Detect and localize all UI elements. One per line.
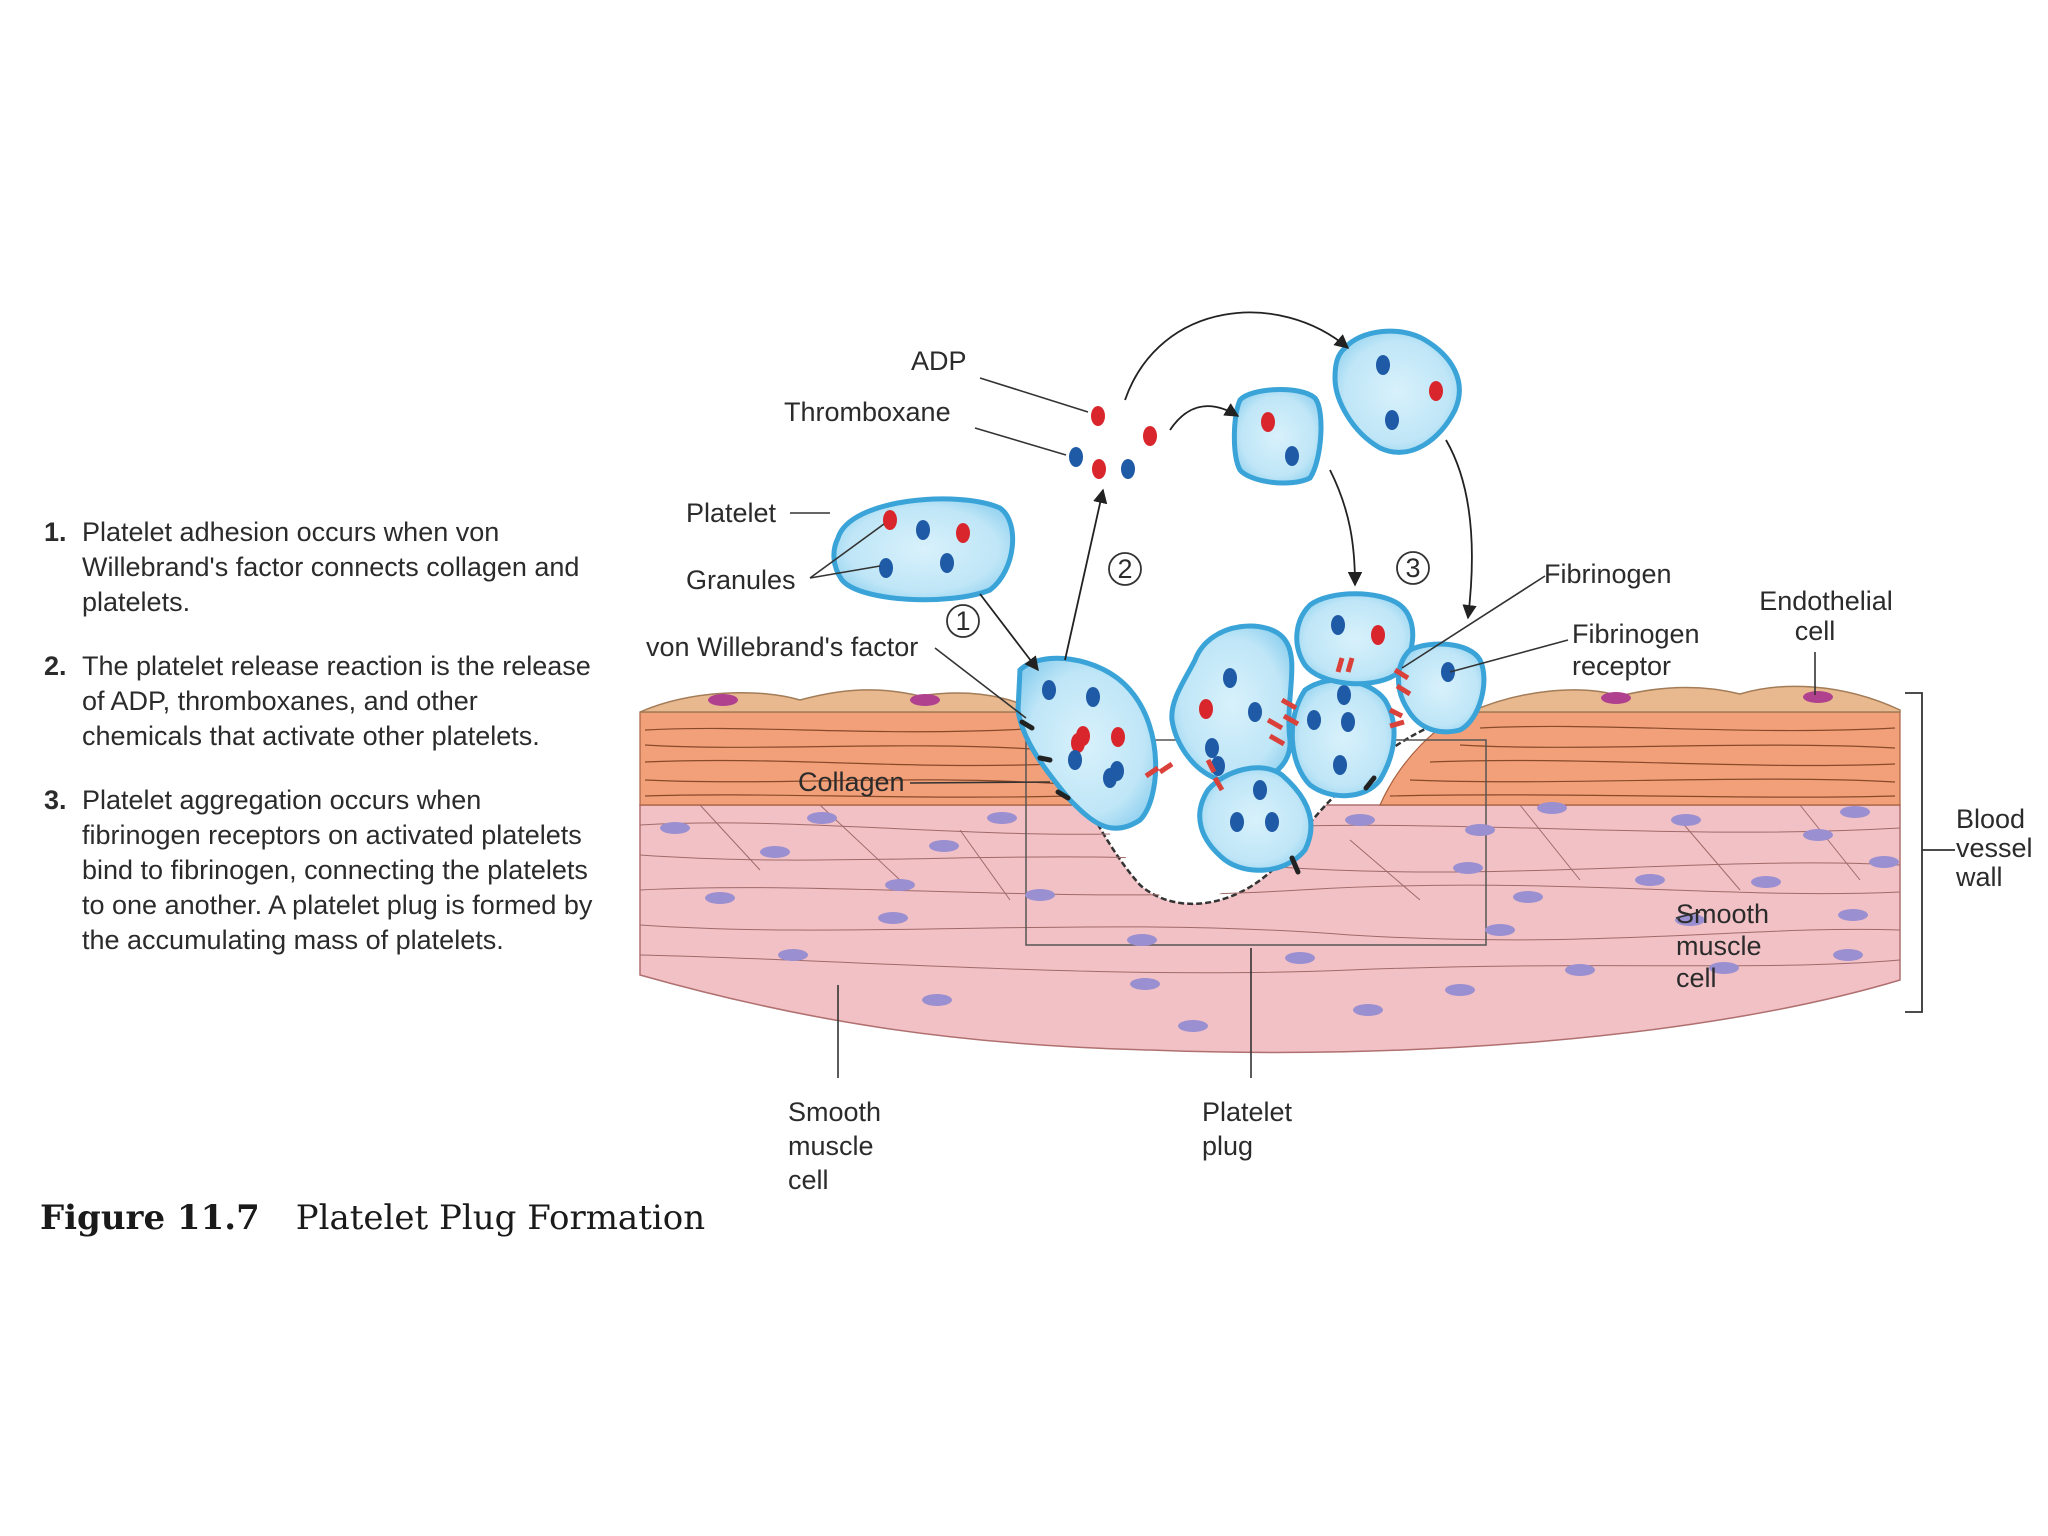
- label-endothelial-cell: cell: [1795, 616, 1836, 646]
- label-fibrinogen-receptor: Fibrinogen: [1572, 619, 1700, 649]
- label-smooth-muscle-cell: cell: [788, 1165, 829, 1195]
- platelet: [1015, 655, 1159, 831]
- step-text: Platelet adhesion occurs when von Willeb…: [82, 517, 580, 617]
- label-smooth-muscle-cell: Smooth: [788, 1097, 881, 1127]
- arrow-aggregate-1: [1329, 469, 1363, 587]
- arrow-adhesion: [979, 593, 1039, 672]
- platelet: [1169, 623, 1295, 786]
- label-collagen: Collagen: [798, 767, 905, 797]
- step-item: 1. Platelet adhesion occurs when von Will…: [44, 515, 604, 620]
- label-platelet-plug: plug: [1202, 1131, 1253, 1161]
- step-text: Platelet aggregation occurs when fibrino…: [82, 785, 593, 955]
- label-smooth-muscle-cell-inner: muscle: [1676, 931, 1762, 961]
- platelet: [1332, 328, 1462, 455]
- label-platelet-plug: Platelet: [1202, 1097, 1293, 1127]
- vwf-attachments: [1019, 719, 1377, 875]
- step-marker-label: 2: [1117, 554, 1132, 584]
- leader-lines: [790, 377, 1816, 1078]
- vessel-wall-bracket: [1905, 692, 1955, 1013]
- step-number: 3.: [44, 785, 67, 815]
- endothelium: [639, 689, 1041, 713]
- step-marker-label: 1: [955, 606, 970, 636]
- collagen-fibers: [644, 725, 1896, 798]
- label-blood-vessel-wall: wall: [1955, 862, 2003, 892]
- arrow-release: [1064, 488, 1108, 661]
- step-marker: 3: [1396, 551, 1430, 585]
- step-list: 1. Platelet adhesion occurs when von Will…: [44, 515, 604, 987]
- platelet: [1289, 677, 1397, 799]
- arrow-aggregate-2: [1445, 439, 1477, 620]
- released-granules: [1069, 406, 1157, 479]
- figure-caption: Figure 11.7 Platelet Plug Formation: [40, 1198, 705, 1238]
- label-thromboxane: Thromboxane: [784, 397, 951, 427]
- label-vwf: von Willebrand's factor: [646, 632, 918, 662]
- step-marker: 2: [1108, 552, 1142, 586]
- label-platelet: Platelet: [686, 498, 777, 528]
- endothelium: [1469, 685, 1901, 713]
- step-number: 1.: [44, 517, 67, 547]
- platelet: [831, 496, 1016, 603]
- step-number: 2.: [44, 651, 67, 681]
- step-text: The platelet release reaction is the rel…: [82, 651, 591, 751]
- figure-number: Figure 11.7: [40, 1198, 260, 1238]
- label-endothelial-cell: Endothelial: [1759, 586, 1893, 616]
- fibrinogen-bridges: [1144, 657, 1412, 792]
- platelet: [1396, 641, 1487, 735]
- label-smooth-muscle-cell: muscle: [788, 1131, 874, 1161]
- smooth-muscle-layer: [639, 804, 1901, 1054]
- smooth-muscle-nuclei: [660, 802, 1899, 1032]
- arrow-activate-2: [1169, 403, 1240, 431]
- step-marker-label: 3: [1405, 553, 1420, 583]
- platelet: [1231, 387, 1324, 486]
- arrow-activate-1: [1124, 311, 1350, 401]
- label-fibrinogen-receptor: receptor: [1572, 651, 1671, 681]
- label-granules: Granules: [686, 565, 796, 595]
- label-adp: ADP: [911, 346, 967, 376]
- label-blood-vessel-wall: Blood: [1956, 804, 2025, 834]
- platelet: [1294, 591, 1416, 687]
- endothelial-nuclei: [708, 691, 1833, 706]
- label-blood-vessel-wall: vessel: [1956, 833, 2033, 863]
- step-marker: 1: [946, 604, 980, 638]
- platelets: [831, 328, 1487, 873]
- step-item: 3. Platelet aggregation occurs when fibri…: [44, 783, 604, 958]
- step-item: 2. The platelet release reaction is the r…: [44, 649, 604, 754]
- figure-title: Platelet Plug Formation: [295, 1198, 706, 1238]
- label-smooth-muscle-cell-inner: Smooth: [1676, 899, 1769, 929]
- label-smooth-muscle-cell-inner: cell: [1676, 963, 1717, 993]
- label-fibrinogen: Fibrinogen: [1544, 559, 1672, 589]
- platelet: [1197, 765, 1314, 873]
